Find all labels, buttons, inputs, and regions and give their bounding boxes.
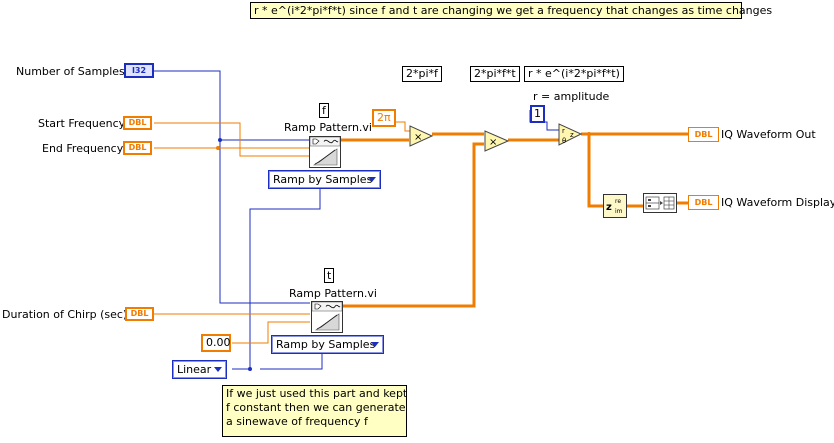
ramp-f-mode-select[interactable]: Ramp by Samples [268,170,381,189]
ramp-f-title: Ramp Pattern.vi [284,121,372,134]
label-2pif: 2*pi*f [402,66,442,82]
svg-text:z: z [606,202,612,213]
amplitude-constant[interactable]: 1 [530,105,545,123]
label-r-exp: r * e^(i*2*pi*f*t) [524,66,624,82]
ramp-t-mode-text: Ramp by Samples [276,338,376,351]
iq-waveform-display-indicator: DBL [688,195,719,210]
multiply-node-1: × [409,125,434,147]
label-2pift: 2*pi*f*t [470,66,520,82]
bottom-comment-line-1: If we just used this part and kept [226,387,408,400]
multiply-node-2: × [484,130,510,152]
top-comment: r * e^(i*2*pi*f*t) since f and t are cha… [250,2,772,19]
bottom-comment-line-3: a sinewave of frequency f [226,415,368,428]
num-samples-control[interactable]: I32 [124,63,154,78]
two-pi-constant[interactable]: 2π [372,109,396,127]
ramp-t-var-label: t [324,268,335,283]
svg-text:×: × [414,132,422,143]
build-array-node[interactable] [643,193,677,213]
ramp-pattern-vi-f[interactable] [309,136,341,168]
ramp-f-var-label: f [319,103,329,118]
zero-constant[interactable]: 0.00 [201,334,231,352]
svg-text:z: z [570,131,574,139]
linear-select[interactable]: Linear [172,360,227,379]
end-frequency-label: End Frequency [42,142,124,155]
bottom-comment: If we just used this part and kept f con… [222,385,407,437]
start-frequency-control[interactable]: DBL [123,116,152,130]
ramp-pattern-vi-t[interactable] [311,301,343,333]
svg-text:re: re [615,198,621,205]
bottom-comment-line-2: f constant then we can generate [226,401,406,414]
svg-text:θ: θ [562,137,566,145]
ramp-f-mode-text: Ramp by Samples [273,173,373,186]
end-frequency-control[interactable]: DBL [123,141,152,155]
ramp-t-title: Ramp Pattern.vi [289,287,377,300]
start-frequency-label: Start Frequency [38,117,126,130]
duration-control[interactable]: DBL [125,307,154,321]
re-im-to-complex-node[interactable]: z re im [603,194,627,218]
svg-text:r: r [562,127,565,135]
chevron-down-icon [214,367,222,372]
num-samples-label: Number of Samples [16,65,125,78]
polar-to-complex-node: r θ z [558,123,583,146]
svg-text:im: im [615,208,623,215]
chevron-down-icon [368,177,376,182]
iq-waveform-display-label: IQ Waveform Display [721,196,834,209]
linear-select-text: Linear [177,363,212,376]
iq-waveform-out-label: IQ Waveform Out [721,128,816,141]
iq-waveform-out-indicator: DBL [688,127,719,142]
ramp-t-mode-select[interactable]: Ramp by Samples [271,335,384,354]
duration-label: Duration of Chirp (sec) [2,308,128,321]
label-r-amplitude: r = amplitude [533,90,610,103]
chevron-down-icon [371,342,379,347]
svg-text:×: × [489,137,497,148]
